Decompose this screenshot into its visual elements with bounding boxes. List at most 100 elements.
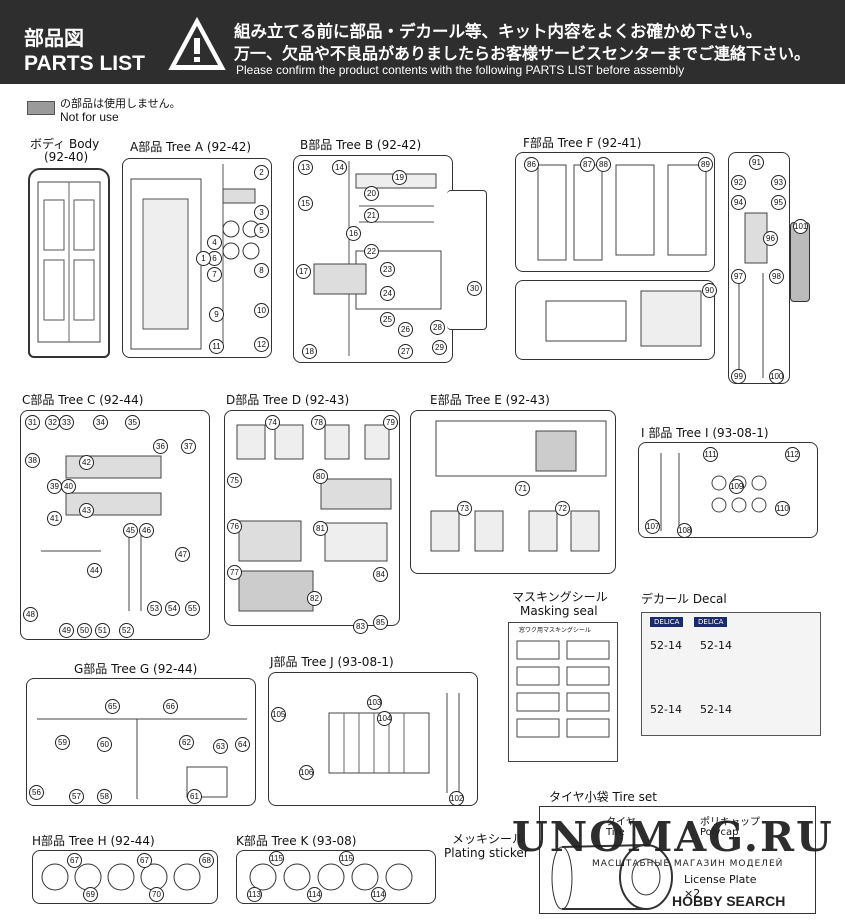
part-95: 95 (771, 195, 786, 210)
part-33: 33 (59, 415, 74, 430)
tree-i-sprue: 111 112 109 110 107 108 (638, 442, 818, 538)
part-24: 24 (380, 286, 395, 301)
part-40: 40 (61, 479, 76, 494)
part-84: 84 (373, 567, 388, 582)
tree-b-sprue: 13 14 15 16 17 18 19 20 21 22 23 24 25 2… (293, 155, 453, 363)
part-31: 31 (25, 415, 40, 430)
part-12: 12 (254, 337, 269, 352)
part-113: 113 (247, 887, 262, 902)
part-20: 20 (364, 186, 379, 201)
tree-e-sprue: 71 72 73 (410, 410, 616, 574)
part-21: 21 (364, 208, 379, 223)
part-85: 85 (373, 615, 388, 630)
part-43: 43 (79, 503, 94, 518)
part-104: 104 (377, 711, 392, 726)
part-23: 23 (380, 262, 395, 277)
part-66: 66 (163, 699, 178, 714)
part-59: 59 (55, 735, 70, 750)
part-5: 5 (254, 223, 269, 238)
part-93: 93 (771, 175, 786, 190)
part-89: 89 (698, 157, 713, 172)
part-11: 11 (209, 339, 224, 354)
part-60: 60 (97, 737, 112, 752)
body-drawing (37, 181, 101, 343)
part-115b: 115 (339, 851, 354, 866)
tree-e-label: E部品 Tree E (92-43) (430, 393, 550, 407)
tree-i-label: I 部品 Tree I (93-08-1) (641, 426, 769, 440)
masking-label-jp: マスキングシール (512, 590, 608, 604)
watermark-subtitle: МАСШТАБНЫЕ МАГАЗИН МОДЕЛЕЙ (592, 859, 784, 869)
part-83: 83 (353, 619, 368, 634)
part-63: 63 (213, 739, 228, 754)
part-3: 3 (254, 205, 269, 220)
part-15: 15 (298, 196, 313, 211)
polycap-jp: ポリキャップ (700, 817, 760, 828)
part-17: 17 (296, 264, 311, 279)
part-26: 26 (398, 322, 413, 337)
tree-k-label: K部品 Tree K (93-08) (236, 834, 357, 848)
part-16: 16 (346, 226, 361, 241)
title-jp: 部品図 (24, 26, 84, 50)
part-4: 4 (207, 235, 222, 250)
part-100: 100 (769, 369, 784, 384)
part-98: 98 (769, 269, 784, 284)
part-115: 115 (269, 851, 284, 866)
tree-k-sprue: 115 115 113 114 114 (236, 850, 436, 904)
notice-en: Please confirm the product contents with… (236, 63, 685, 77)
part-96: 96 (763, 231, 778, 246)
warning-icon (168, 16, 226, 70)
decal-plate-2: 52-14 (700, 639, 732, 652)
part-25: 25 (380, 312, 395, 327)
part-90: 90 (702, 283, 717, 298)
part-35: 35 (125, 415, 140, 430)
decal-sheet: DELICA DELICA 52-14 52-14 52-14 52-14 (641, 612, 821, 736)
part-46: 46 (139, 523, 154, 538)
part-54: 54 (165, 601, 180, 616)
part-28: 28 (430, 320, 445, 335)
plating-label-jp: メッキシール (452, 832, 525, 846)
part-34: 34 (93, 415, 108, 430)
part-58: 58 (97, 789, 112, 804)
not-for-use-en: Not for use (60, 110, 119, 124)
part-68: 68 (199, 853, 214, 868)
part-81: 81 (313, 521, 328, 536)
part-88: 88 (596, 157, 611, 172)
part-105: 105 (271, 707, 286, 722)
part-10: 10 (254, 303, 269, 318)
part-39: 39 (47, 479, 62, 494)
part-71: 71 (515, 481, 530, 496)
part-101: 101 (793, 219, 808, 234)
part-91: 91 (749, 155, 764, 170)
part-62: 62 (179, 735, 194, 750)
plate-en: License Plate (684, 873, 757, 886)
part-108: 108 (677, 523, 692, 538)
part-73: 73 (457, 501, 472, 516)
part-94: 94 (731, 195, 746, 210)
tree-a-sprue: 2 3 4 5 6 1 7 8 9 10 11 12 (122, 158, 272, 358)
source-watermark: HOBBY SEARCH (672, 893, 786, 909)
tree-d-sprue: 74 75 76 77 78 79 80 81 82 83 84 85 (224, 410, 400, 634)
part-80: 80 (313, 469, 328, 484)
polycap-en: Polycap (700, 827, 739, 838)
tree-h-label: H部品 Tree H (92-44) (32, 834, 155, 848)
part-102: 102 (449, 791, 464, 806)
part-70: 70 (149, 887, 164, 902)
part-30: 30 (467, 281, 482, 296)
tree-g-sprue: 65 66 59 60 62 63 64 56 57 58 61 (26, 678, 256, 806)
decal-brand-2: DELICA (694, 617, 728, 627)
part-48: 48 (23, 607, 38, 622)
not-for-use-jp: の部品は使用しません。 (60, 97, 181, 110)
part-9: 9 (209, 307, 224, 322)
plate-qty: ×2 (684, 887, 701, 900)
tree-f-lower-sprue: 90 (515, 280, 717, 360)
tire-jp: タイヤ (606, 817, 636, 828)
notice-jp-1: 組み立てる前に部品・デカール等、キット内容をよくお確かめ下さい。 (234, 22, 762, 41)
plating-label-en: Plating sticker (444, 846, 529, 860)
part-55: 55 (185, 601, 200, 616)
part-49: 49 (59, 623, 74, 638)
part-51: 51 (95, 623, 110, 638)
part-72: 72 (555, 501, 570, 516)
part-82: 82 (307, 591, 322, 606)
tire-drawing (551, 844, 673, 910)
part-44: 44 (87, 563, 102, 578)
